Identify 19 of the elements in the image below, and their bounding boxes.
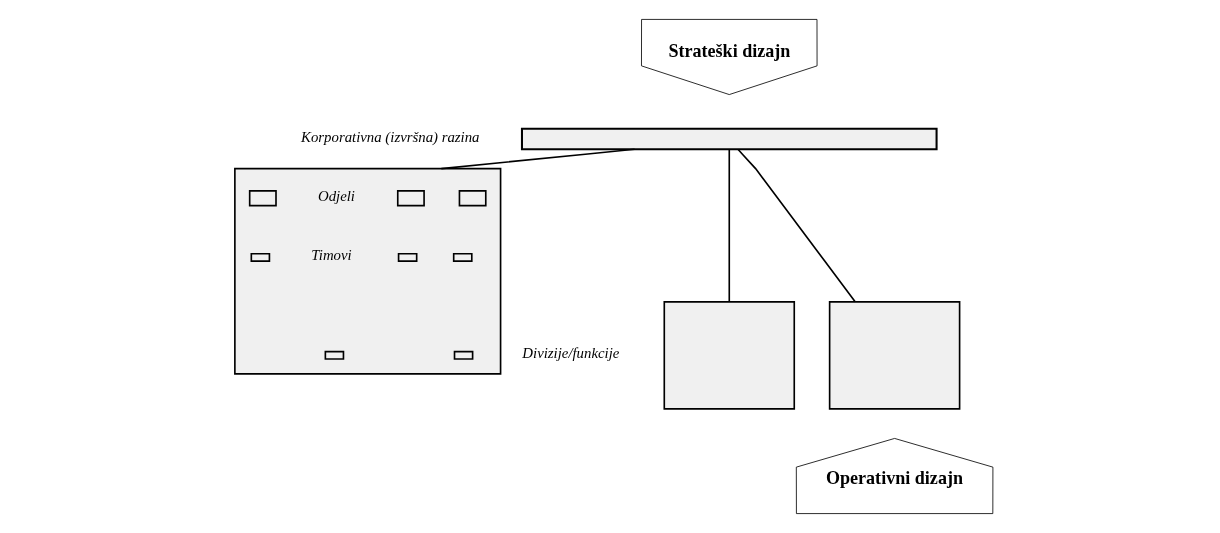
node-label: Timovi [310,247,352,264]
connector [736,148,856,303]
connector [727,148,730,303]
node-box [662,301,795,410]
node-box [324,350,344,360]
node-label: Divizije/funkcije [521,345,619,362]
cluster [233,167,501,375]
node-box [452,252,473,262]
node-box [248,190,277,207]
node-bar [520,127,938,151]
node-box [396,190,425,207]
node-box [397,252,417,262]
connector [440,148,635,170]
node-box [453,350,473,360]
node-box [250,252,270,262]
node-label: Odjeli [317,188,355,205]
node-box [458,190,487,207]
node-box [828,301,960,410]
node-label: Korporativna (izvršna) razina [300,128,479,145]
